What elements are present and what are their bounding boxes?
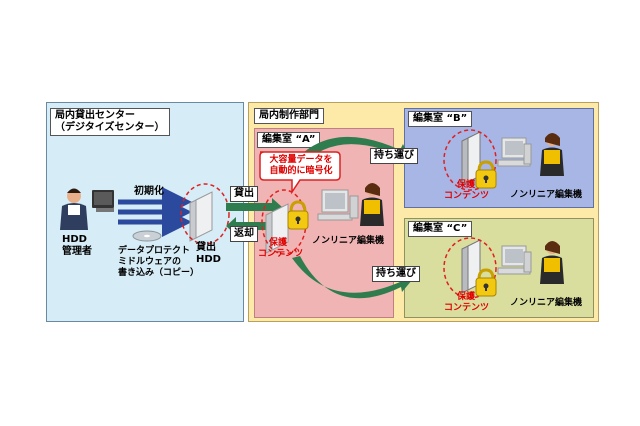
room-b-protect-line1: 保護	[456, 180, 475, 190]
edit-room-b-title: 編集室 “B”	[408, 111, 473, 127]
encrypt-callout-bubble	[259, 151, 341, 195]
lend-hdd-label-line1: 貸出	[196, 242, 216, 253]
encrypt-callout-line2: 自動的に暗号化	[269, 166, 333, 176]
carry-arrows	[292, 136, 412, 299]
production-dept-title: 局内制作部門	[254, 108, 324, 124]
hdd-admin-figure	[60, 188, 114, 230]
room-a-protect-line1: 保護	[268, 238, 287, 248]
carry-label-top: 持ち運び	[370, 148, 418, 164]
middleware-label: データプロテクト ミドルウェアの 書き込み（コピー）	[118, 246, 199, 279]
encrypt-callout-line1: 大容量データを	[269, 155, 333, 165]
room-b-editor-label: ノンリニア編集機	[510, 190, 583, 200]
middleware-label-line1: データプロテクト	[118, 246, 191, 256]
lend-hdd-label-line2: HDD	[196, 254, 221, 265]
middleware-label-line2: ミドルウェアの	[118, 257, 182, 267]
init-label: 初期化	[134, 186, 164, 197]
room-a-hdd-icon	[265, 203, 289, 254]
lending-center-title-line1: 局内貸出センター	[55, 110, 135, 121]
room-b-protect-label: 保護 コンテンツ	[444, 180, 490, 202]
carry-label-bottom: 持ち運び	[372, 266, 420, 282]
room-b-dashed-circle	[443, 129, 497, 191]
room-a-protect-label: 保護 コンテンツ	[258, 238, 304, 260]
lend-hdd-icon	[189, 191, 213, 242]
edit-room-a-title: 編集室 “A”	[257, 132, 321, 148]
return-tag: 返却	[230, 226, 258, 242]
lend-hdd-dashed-circle	[180, 183, 230, 245]
lend-hdd-label: 貸出 HDD	[196, 242, 221, 266]
edit-room-c-title: 編集室 “C”	[408, 221, 473, 237]
lending-center-title-line2: （デジタイズセンター）	[55, 122, 165, 133]
lend-tag: 貸出	[230, 186, 258, 202]
hdd-admin-label: HDD 管理者	[62, 234, 92, 258]
middleware-label-line3: 書き込み（コピー）	[118, 268, 200, 278]
room-c-protect-label: 保護 コンテンツ	[444, 292, 490, 314]
room-c-lock-icon	[475, 268, 497, 297]
room-a-lock-icon	[287, 200, 309, 230]
room-c-workstation	[497, 241, 564, 284]
room-c-dashed-circle	[443, 237, 497, 299]
room-b-protect-line2: コンテンツ	[444, 191, 490, 201]
room-b-workstation	[497, 133, 564, 176]
lending-center-title: 局内貸出センター （デジタイズセンター）	[50, 108, 170, 136]
encrypt-callout-text: 大容量データを 自動的に暗号化	[264, 155, 338, 177]
room-a-editor-label: ノンリニア編集機	[312, 236, 385, 246]
room-a-workstation	[317, 183, 384, 226]
room-b-lock-icon	[475, 160, 497, 189]
init-arrows	[118, 187, 192, 237]
hdd-admin-label-line2: 管理者	[62, 246, 92, 257]
room-c-protect-line1: 保護	[456, 292, 475, 302]
hdd-admin-label-line1: HDD	[62, 234, 87, 245]
room-c-editor-label: ノンリニア編集機	[510, 298, 583, 308]
protect-disc-icon	[132, 230, 162, 242]
room-a-protect-line2: コンテンツ	[258, 249, 304, 259]
room-c-protect-line2: コンテンツ	[444, 303, 490, 313]
